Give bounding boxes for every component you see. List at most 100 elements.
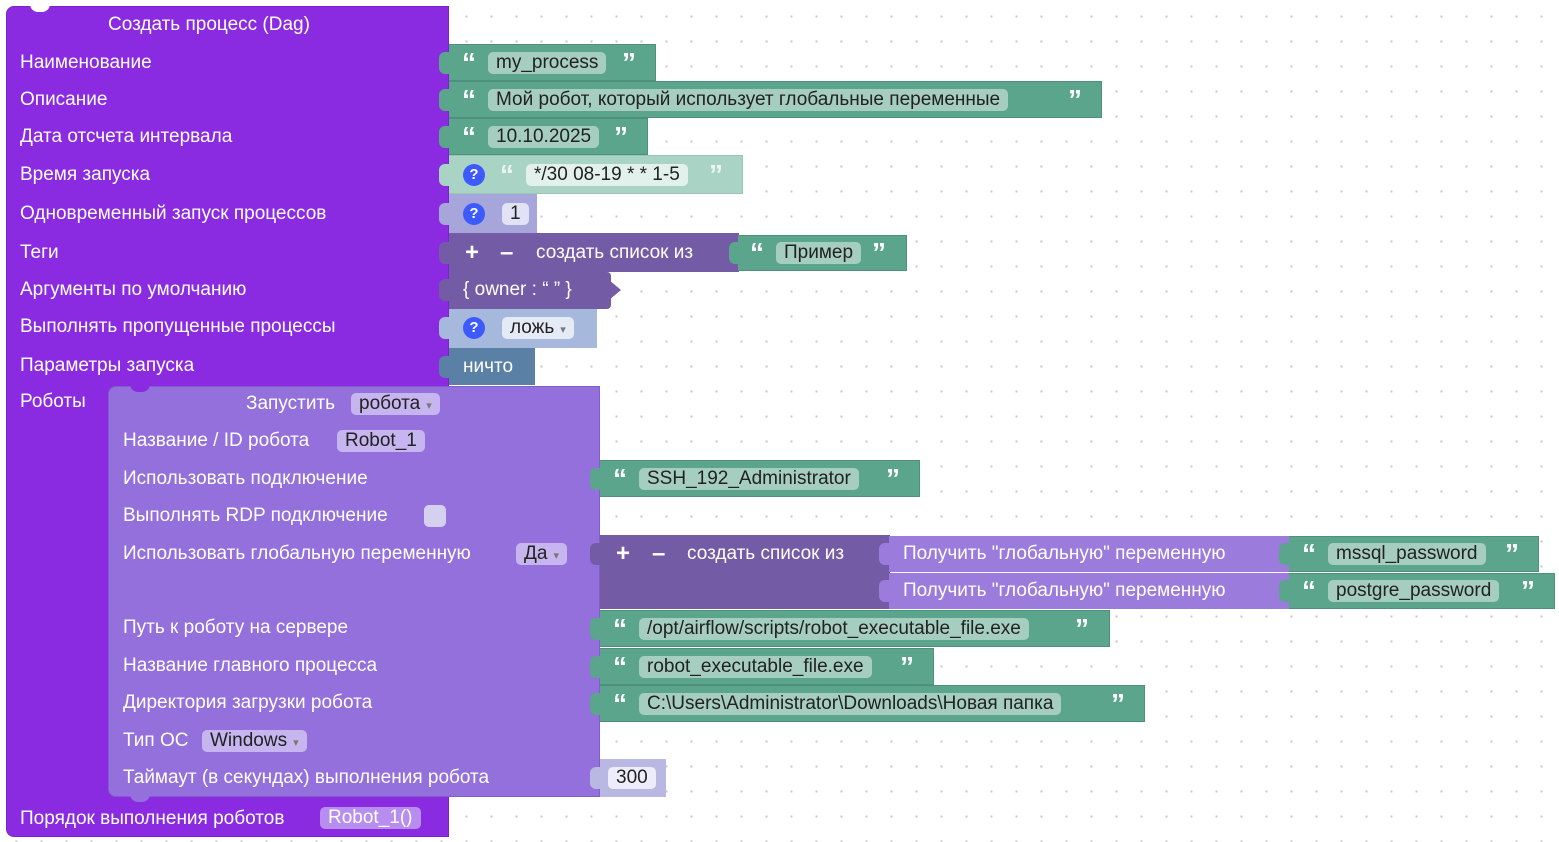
input-notch (439, 279, 449, 301)
help-icon[interactable]: ? (463, 317, 485, 339)
var1-text-block[interactable] (1289, 536, 1539, 572)
close-quote-icon: ” (1075, 613, 1089, 644)
path-label: Путь к роботу на сервере (123, 617, 349, 638)
main-process-field[interactable]: robot_executable_file.exe (639, 656, 872, 678)
label-schedule: Время запуска (20, 164, 151, 185)
order-field[interactable]: Robot_1() (320, 807, 421, 829)
robot-run-label: Запустить (246, 393, 336, 414)
get-global-label-2: Получить "глобальную" переменную (903, 580, 1226, 601)
plus-icon[interactable]: + (616, 540, 631, 567)
input-notch (439, 203, 449, 225)
var1-field[interactable]: mssql_password (1328, 543, 1486, 565)
robot-block-top-notch (130, 384, 150, 392)
connection-field[interactable]: SSH_192_Administrator (639, 468, 859, 490)
dag-block-top-notch (30, 4, 50, 12)
label-order: Порядок выполнения роботов (20, 808, 285, 829)
help-icon[interactable]: ? (463, 164, 485, 186)
open-quote-icon: “ (613, 463, 627, 494)
description-field[interactable]: Мой робот, который использует глобальные… (488, 89, 1009, 111)
rdp-label: Выполнять RDP подключение (123, 505, 388, 526)
chevron-down-icon: ▾ (560, 324, 566, 336)
rdp-checkbox[interactable] (424, 505, 446, 527)
open-quote-icon: “ (462, 121, 476, 152)
open-quote-icon: “ (613, 613, 627, 644)
schedule-field[interactable]: */30 08-19 * * 1-5 (526, 164, 688, 186)
download-dir-field[interactable]: C:\Users\Administrator\Downloads\Новая п… (639, 693, 1062, 715)
close-quote-icon: ” (900, 651, 914, 682)
start-date-field[interactable]: 10.10.2025 (488, 126, 600, 148)
os-type-label: Тип ОС (123, 730, 189, 751)
name-text-block[interactable] (449, 44, 656, 81)
main-process-label: Название главного процесса (123, 655, 378, 676)
input-notch (439, 52, 449, 74)
input-notch (439, 242, 449, 264)
input-notch (879, 543, 889, 565)
connection-text-block[interactable] (600, 460, 920, 497)
input-notch (879, 580, 889, 602)
input-notch (729, 242, 739, 264)
path-field[interactable]: /opt/airflow/scripts/robot_executable_fi… (639, 618, 1029, 640)
close-quote-icon: ” (1521, 575, 1535, 606)
var2-field[interactable]: postgre_password (1328, 580, 1500, 602)
input-notch (439, 126, 449, 148)
main-process-text-block[interactable] (600, 648, 934, 685)
path-text-block[interactable] (600, 610, 1110, 647)
input-notch (1279, 580, 1289, 602)
close-quote-icon: ” (709, 159, 723, 190)
open-quote-icon: “ (750, 237, 764, 268)
close-quote-icon: ” (1068, 84, 1082, 115)
help-icon[interactable]: ? (463, 203, 485, 225)
download-dir-text-block[interactable] (600, 685, 1145, 722)
plus-icon[interactable]: + (465, 239, 480, 266)
tags-list-block[interactable] (449, 233, 739, 272)
input-notch (590, 618, 600, 640)
open-quote-icon: “ (1302, 538, 1316, 569)
global-variable-value: Да (524, 543, 548, 564)
default-args-value[interactable]: { owner : “ ” } (463, 279, 572, 300)
label-name: Наименование (20, 52, 152, 73)
minus-icon[interactable]: – (500, 239, 514, 266)
robot-run-value: робота (359, 393, 421, 414)
get-global-block-1[interactable] (889, 536, 1289, 572)
label-params: Параметры запуска (20, 355, 195, 376)
get-global-label-1: Получить "глобальную" переменную (903, 543, 1226, 564)
minus-icon[interactable]: – (652, 540, 666, 567)
start-date-text-block[interactable] (449, 118, 648, 155)
params-logic-block[interactable] (449, 348, 535, 385)
timeout-field[interactable]: 300 (608, 767, 656, 789)
dag-title: Создать процесс (Dag) (108, 14, 310, 35)
get-global-block-2[interactable] (889, 573, 1289, 609)
close-quote-icon: ” (886, 463, 900, 494)
robot-block[interactable] (108, 386, 600, 797)
input-notch (590, 693, 600, 715)
var2-text-block[interactable] (1289, 573, 1555, 609)
chevron-down-icon: ▾ (426, 400, 432, 412)
close-quote-icon: ” (872, 237, 886, 268)
input-notch (590, 543, 600, 565)
params-value: ничто (463, 356, 514, 377)
default-args-arrow (609, 280, 621, 300)
label-tags: Теги (20, 242, 59, 263)
concurrency-field[interactable]: 1 (502, 203, 529, 225)
open-quote-icon: “ (1302, 575, 1316, 606)
name-field[interactable]: my_process (488, 52, 607, 74)
input-notch (1279, 543, 1289, 565)
robot-name-field[interactable]: Robot_1 (337, 430, 425, 452)
tag-item-field[interactable]: Пример (776, 242, 862, 264)
label-default-args: Аргументы по умолчанию (20, 279, 247, 300)
robot-run-dropdown[interactable]: робота ▾ (351, 393, 440, 415)
robot-name-label: Название / ID робота (123, 430, 310, 451)
default-args-block[interactable] (449, 272, 611, 309)
open-quote-icon: “ (462, 47, 476, 78)
label-start-date: Дата отсчета интервала (20, 126, 233, 147)
global-variable-label: Использовать глобальную переменную (123, 543, 471, 564)
os-type-dropdown[interactable]: Windows▾ (202, 730, 307, 752)
open-quote-icon: “ (462, 84, 476, 115)
close-quote-icon: ” (1505, 538, 1519, 569)
catchup-value: ложь (510, 317, 555, 338)
global-variable-dropdown[interactable]: Да▾ (516, 543, 567, 565)
catchup-dropdown[interactable]: ложь ▾ (502, 317, 574, 339)
global-list-block[interactable] (600, 535, 890, 609)
tag-item-text-block[interactable] (738, 235, 907, 271)
description-text-block[interactable] (449, 81, 1102, 118)
